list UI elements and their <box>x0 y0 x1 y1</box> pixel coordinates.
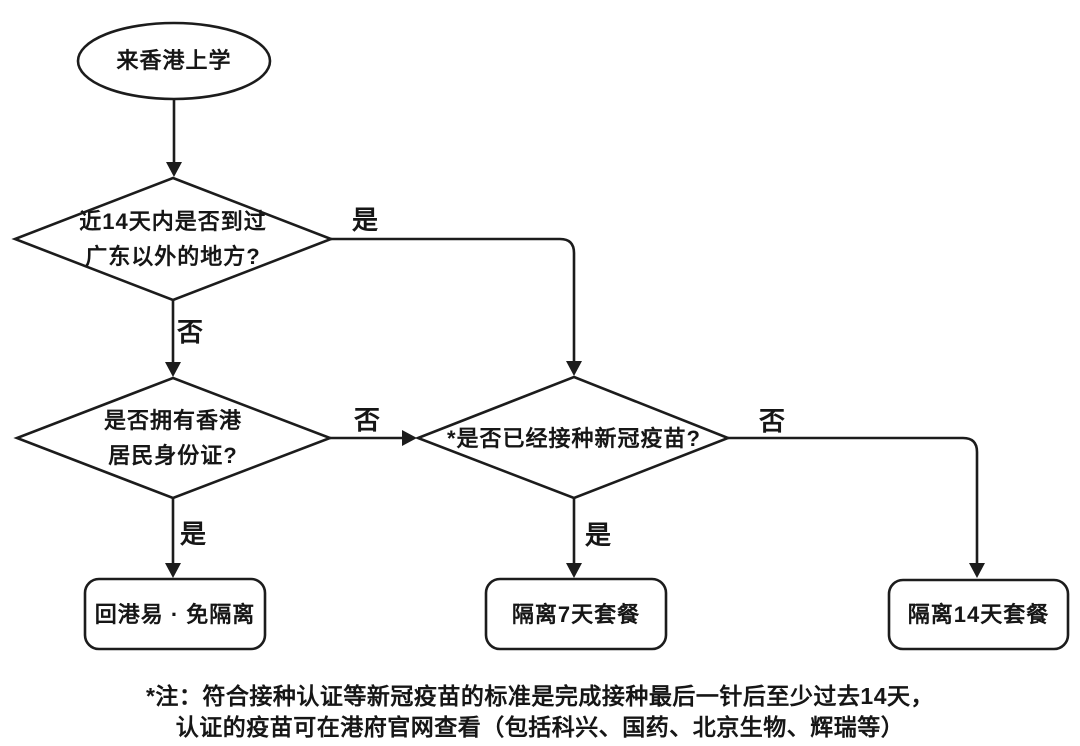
hkid-decision-diamond <box>13 376 334 500</box>
footnote-line1: *注：符合接种认证等新冠疫苗的标准是完成接种最后一针后至少过去14天， <box>145 683 935 709</box>
arrowhead-down-icon <box>165 563 181 578</box>
arrowhead-down-icon <box>969 563 985 578</box>
edge-vaccine-no-to-quarantine14 <box>728 436 985 578</box>
arrowhead-down-icon <box>566 361 582 376</box>
arrowhead-down-icon <box>165 362 181 377</box>
edge-travel-no-to-hkid <box>165 300 181 377</box>
travel-decision-diamond <box>11 176 335 302</box>
vaccine-decision-diamond <box>414 375 732 500</box>
footnote-line2: 认证的疫苗可在港府官网查看（包括科兴、国药、北京生物、辉瑞等） <box>175 714 905 740</box>
edge-hkid-no-to-vaccine <box>330 430 417 446</box>
edge-hkid-yes-to-return2hk <box>165 498 181 578</box>
arrowhead-down-icon <box>566 563 582 578</box>
edge-travel-yes-to-vaccine <box>331 237 582 376</box>
arrowhead-down-icon <box>166 162 182 177</box>
edge-start-to-travel <box>166 99 182 177</box>
quarantine7-result-box <box>484 577 668 651</box>
quarantine14-result-box <box>887 578 1070 651</box>
edge-vaccine-yes-to-quarantine7 <box>566 498 582 578</box>
start-ellipse <box>76 21 272 101</box>
footnote: *注：符合接种认证等新冠疫苗的标准是完成接种最后一针后至少过去14天， 认证的疫… <box>0 681 1080 743</box>
arrowhead-right-icon <box>402 430 417 446</box>
return2hk-result-box <box>83 577 267 651</box>
